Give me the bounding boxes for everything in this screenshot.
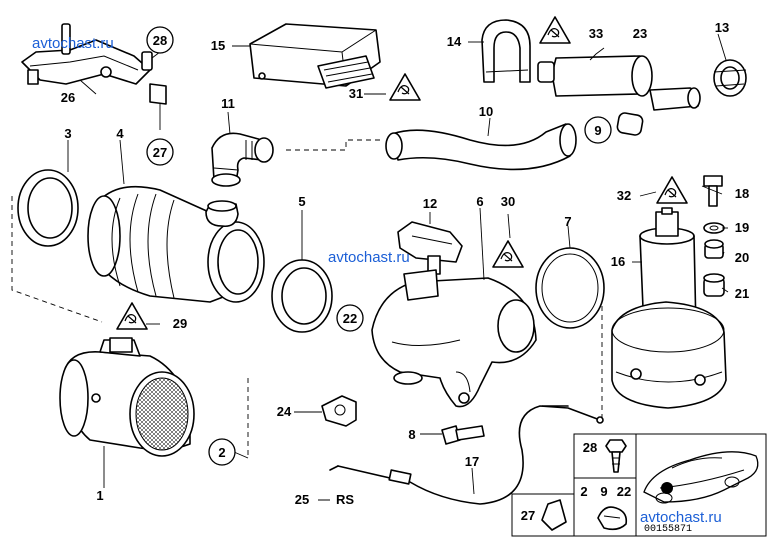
circled-callout-22 [336,304,364,332]
callout-20: 20 [735,250,749,265]
callout-25: 25 [295,492,309,507]
callout-3: 3 [64,126,71,141]
circled-callout-9 [584,116,612,144]
circled-callout-27 [146,138,174,166]
warning-label-icon [492,240,524,268]
callout-29: 29 [173,316,187,331]
part-15-control-unit [249,23,381,89]
callout-21: 21 [735,286,749,301]
part-19-washer [703,222,725,234]
inset-fasteners-box: 28 2 9 22 27 [511,433,637,537]
callout-24: 24 [277,404,292,419]
location-marker-icon [661,482,673,494]
part-12-sensor [397,221,463,275]
callout-18: 18 [735,186,749,201]
part-4-intake-bellows [87,185,265,303]
callout-15: 15 [211,38,225,53]
callout-5: 5 [298,194,305,209]
callout-10: 10 [479,104,493,119]
inset-label-22: 22 [617,484,631,499]
callout-22: 22 [343,311,357,326]
callout-27: 27 [153,145,167,160]
part-5-ring [271,259,333,333]
callout-13: 13 [715,20,729,35]
part-8-bolt [441,425,485,445]
part-10-hose [385,123,577,171]
callout-26: 26 [61,90,75,105]
part-6-throttle-body [371,269,537,408]
callout-labels: 1 2 3 4 5 6 7 8 9 10 11 12 13 14 15 16 1… [61,20,749,507]
callout-32: 32 [617,188,631,203]
callout-6: 6 [476,194,483,209]
callout-23: 23 [633,26,647,41]
part-16-actuator [611,207,727,409]
callout-14: 14 [447,34,462,49]
callout-1: 1 [96,488,103,503]
part-18-bolt [703,175,723,207]
part-17-cable [329,405,604,505]
part-14-clamp [481,19,531,83]
warning-label-icon [389,73,421,101]
part-13-grommet [713,59,747,97]
warning-label-icon [656,176,688,204]
part-7-o-ring [535,247,605,329]
callout-11: 11 [221,96,235,111]
watermark-bottom-right: avtochast.ru [640,509,722,526]
callout-2: 2 [218,445,225,460]
callout-4: 4 [116,126,124,141]
circled-callout-28 [146,26,174,54]
part-3-ring [17,169,79,247]
callout-8: 8 [408,427,415,442]
watermark-center: avtochast.ru [328,249,410,266]
part-26-bracket [21,23,167,105]
warning-label-icon [116,302,148,330]
part-24-clip [321,395,357,427]
part-11-elbow [211,132,274,187]
callout-25-suffix: RS [336,492,354,507]
dashed-reference-lines [11,139,603,458]
inset-label-28: 28 [583,440,597,455]
callout-31: 31 [349,86,363,101]
part-1-air-flow-meter [59,337,195,457]
reference-code: 00155871 [644,524,692,535]
callout-7: 7 [564,214,571,229]
callout-30: 30 [501,194,515,209]
callout-16: 16 [611,254,625,269]
warning-label-icon [539,16,571,44]
circled-callout-2 [208,438,236,466]
watermark-top-left: avtochast.ru [32,35,114,52]
inset-label-27: 27 [521,508,535,523]
part-20-nut [704,239,724,259]
part-21-bushing [703,273,725,297]
callout-28: 28 [153,33,167,48]
callout-9: 9 [594,123,601,138]
part-23-fuel-pump [537,55,701,136]
inset-label-9: 9 [600,484,607,499]
callout-33: 33 [589,26,603,41]
callout-12: 12 [423,196,437,211]
inset-label-2: 2 [580,484,587,499]
callout-19: 19 [735,220,749,235]
inset-car-locator: 00155871 [635,433,767,537]
callout-17: 17 [465,454,479,469]
